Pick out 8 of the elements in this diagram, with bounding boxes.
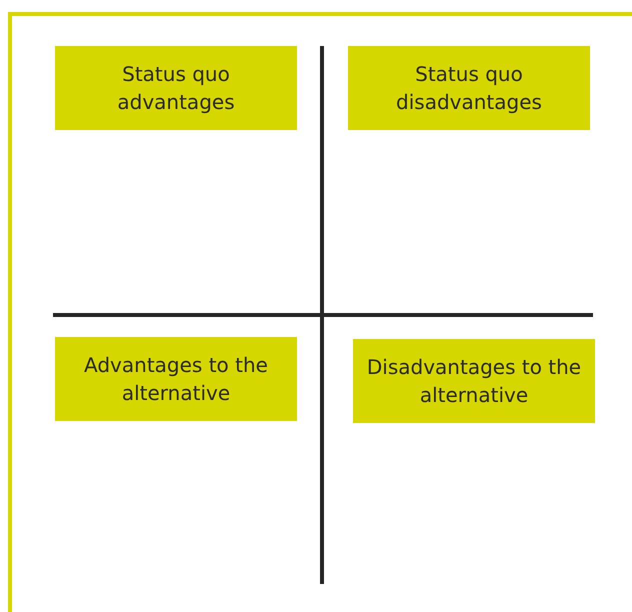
quadrant-heading: Status quo disadvantages: [395, 61, 543, 116]
label-box: [348, 46, 590, 130]
label-box: [353, 339, 595, 423]
label-box: [55, 337, 297, 421]
quadrant-heading: Advantages to the alternative: [83, 352, 269, 407]
quadrant-heading: Disadvantages to the alternative: [366, 354, 582, 409]
label-box: [55, 46, 297, 130]
quadrant-heading: Status quo advantages: [116, 61, 236, 116]
